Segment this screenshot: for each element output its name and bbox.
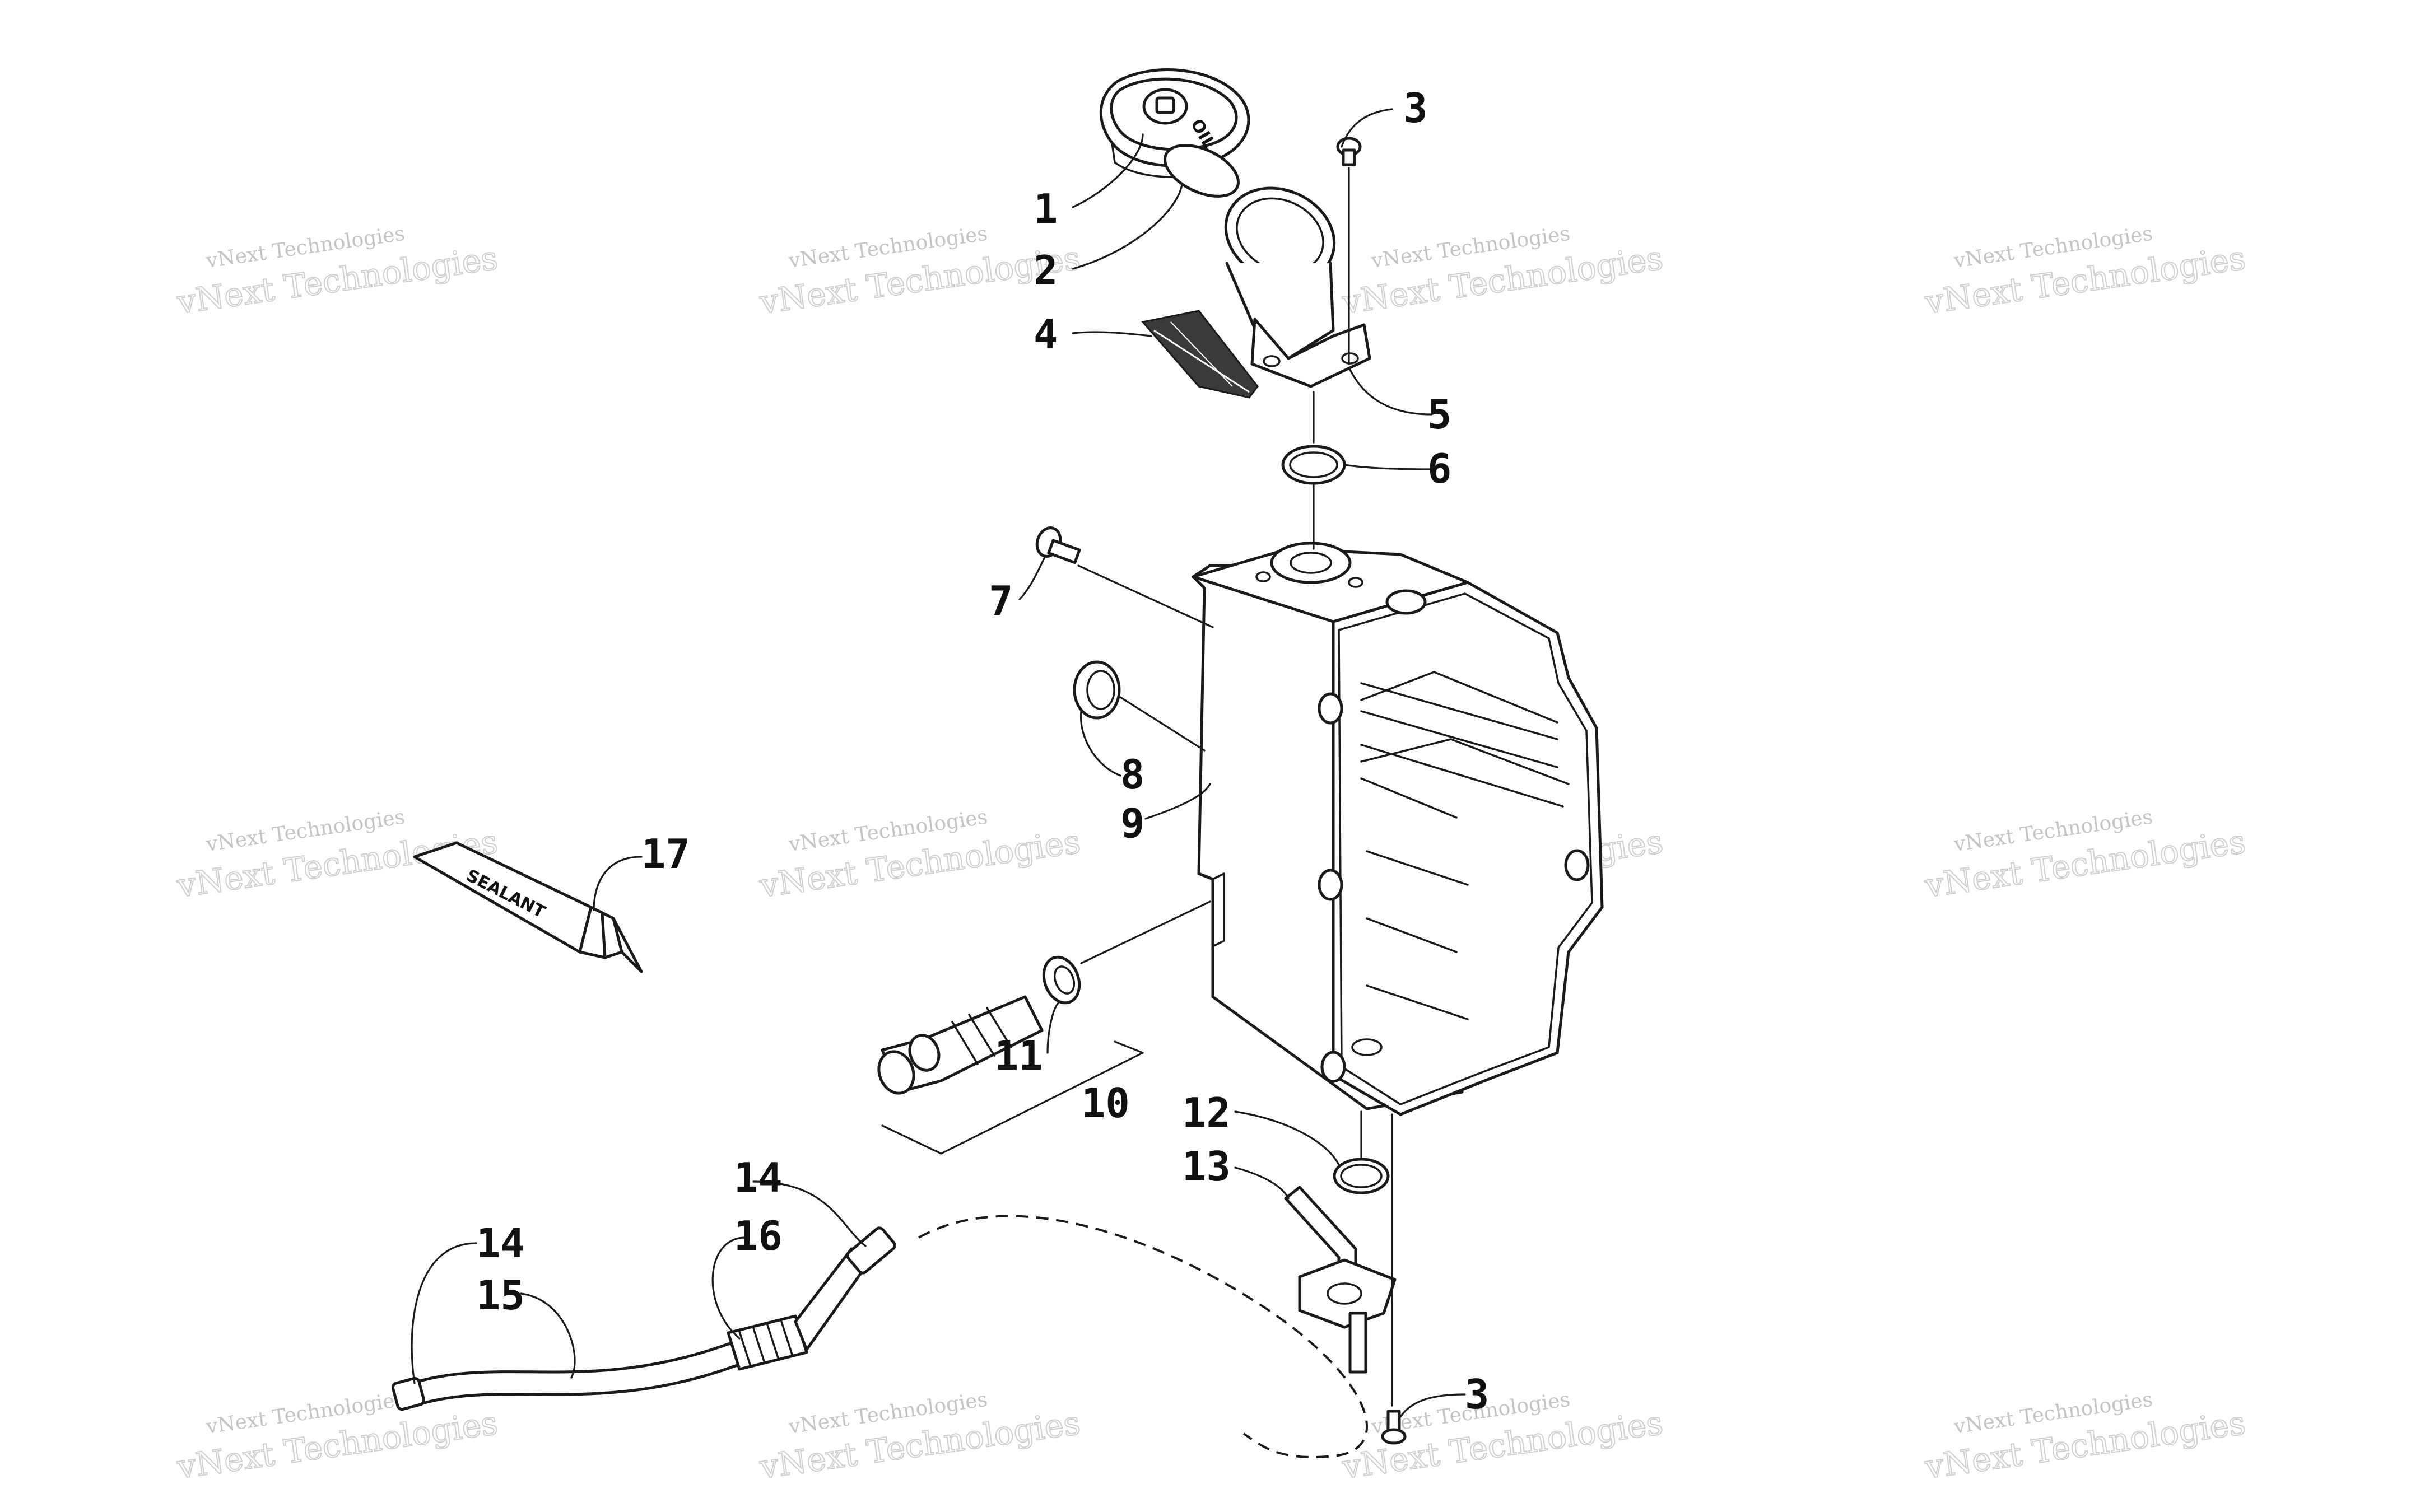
- filler-neck-part: [1224, 186, 1371, 388]
- callout-14-right: 14: [734, 1154, 783, 1201]
- o-ring-part: [1281, 445, 1346, 485]
- screw-top-part: [1336, 137, 1362, 166]
- screw-bottom-part: [1381, 1410, 1407, 1445]
- callout-5: 5: [1427, 391, 1451, 438]
- callout-14-left: 14: [476, 1220, 525, 1267]
- watermark: vNext Technologies vNext Technologies: [756, 806, 1083, 906]
- watermark: vNext Technologies vNext Technologies: [174, 222, 500, 322]
- callout-2: 2: [1034, 247, 1058, 294]
- watermark: vNext Technologies vNext Technologies: [1339, 222, 1665, 322]
- watermark: vNext Technologies vNext Technologies: [756, 1388, 1083, 1487]
- watermark: vNext Technologies vNext Technologies: [1921, 222, 2248, 322]
- callout-8: 8: [1120, 751, 1144, 798]
- outlet-o-ring-part: [1333, 1158, 1390, 1194]
- oil-tank-part: [1192, 542, 1604, 1116]
- oil-hose-part: [391, 1226, 896, 1411]
- callout-3-top: 3: [1403, 85, 1427, 132]
- sight-grommet-part: [1042, 955, 1081, 1005]
- grommet-part: [1073, 660, 1121, 720]
- callout-3-bottom: 3: [1465, 1371, 1489, 1418]
- callout-7: 7: [989, 577, 1013, 624]
- bolt-part: [1035, 526, 1081, 564]
- sealant-tube-part: SEALANT: [413, 841, 643, 973]
- callout-16: 16: [734, 1212, 783, 1259]
- callout-17: 17: [641, 830, 690, 878]
- callout-labels: 1 2 3 4 5 6 7 8 9 10 11 12 13 14 14 15 1…: [476, 85, 1489, 1418]
- watermark: vNext Technologies vNext Technologies: [1921, 806, 2248, 906]
- callout-15: 15: [476, 1272, 525, 1319]
- group-bracket: [881, 1040, 1144, 1155]
- watermark: vNext Technologies vNext Technologies: [1921, 1388, 2248, 1487]
- sight-gauge-part: [877, 995, 1044, 1095]
- callout-10: 10: [1081, 1080, 1130, 1127]
- callout-1: 1: [1034, 185, 1058, 232]
- callout-11: 11: [994, 1032, 1043, 1079]
- decal-part: [1141, 310, 1259, 399]
- callout-4: 4: [1034, 311, 1058, 358]
- cap-gasket-part: [1164, 144, 1240, 198]
- outlet-fitting-part: [1284, 1186, 1397, 1374]
- routing-line: [918, 1215, 1368, 1458]
- callout-9: 9: [1120, 800, 1144, 847]
- watermark: vNext Technologies vNext Technologies: [174, 1388, 500, 1487]
- assembly-lines: [1077, 167, 1393, 1407]
- callout-12: 12: [1182, 1089, 1231, 1136]
- leader-lines: [411, 108, 1466, 1418]
- callout-6: 6: [1427, 445, 1451, 492]
- callout-13: 13: [1182, 1143, 1231, 1190]
